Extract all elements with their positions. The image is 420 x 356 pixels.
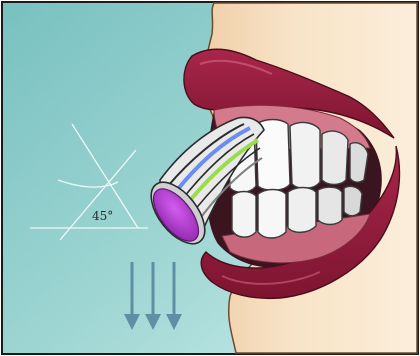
angle-label: 45° [92,209,113,223]
down-arrows [124,262,182,330]
tooth [288,188,316,233]
tooth [232,192,256,238]
tooth [258,190,286,239]
tooth [344,186,362,215]
tooth [318,187,342,224]
tooth [322,131,348,184]
tooth [290,123,320,189]
